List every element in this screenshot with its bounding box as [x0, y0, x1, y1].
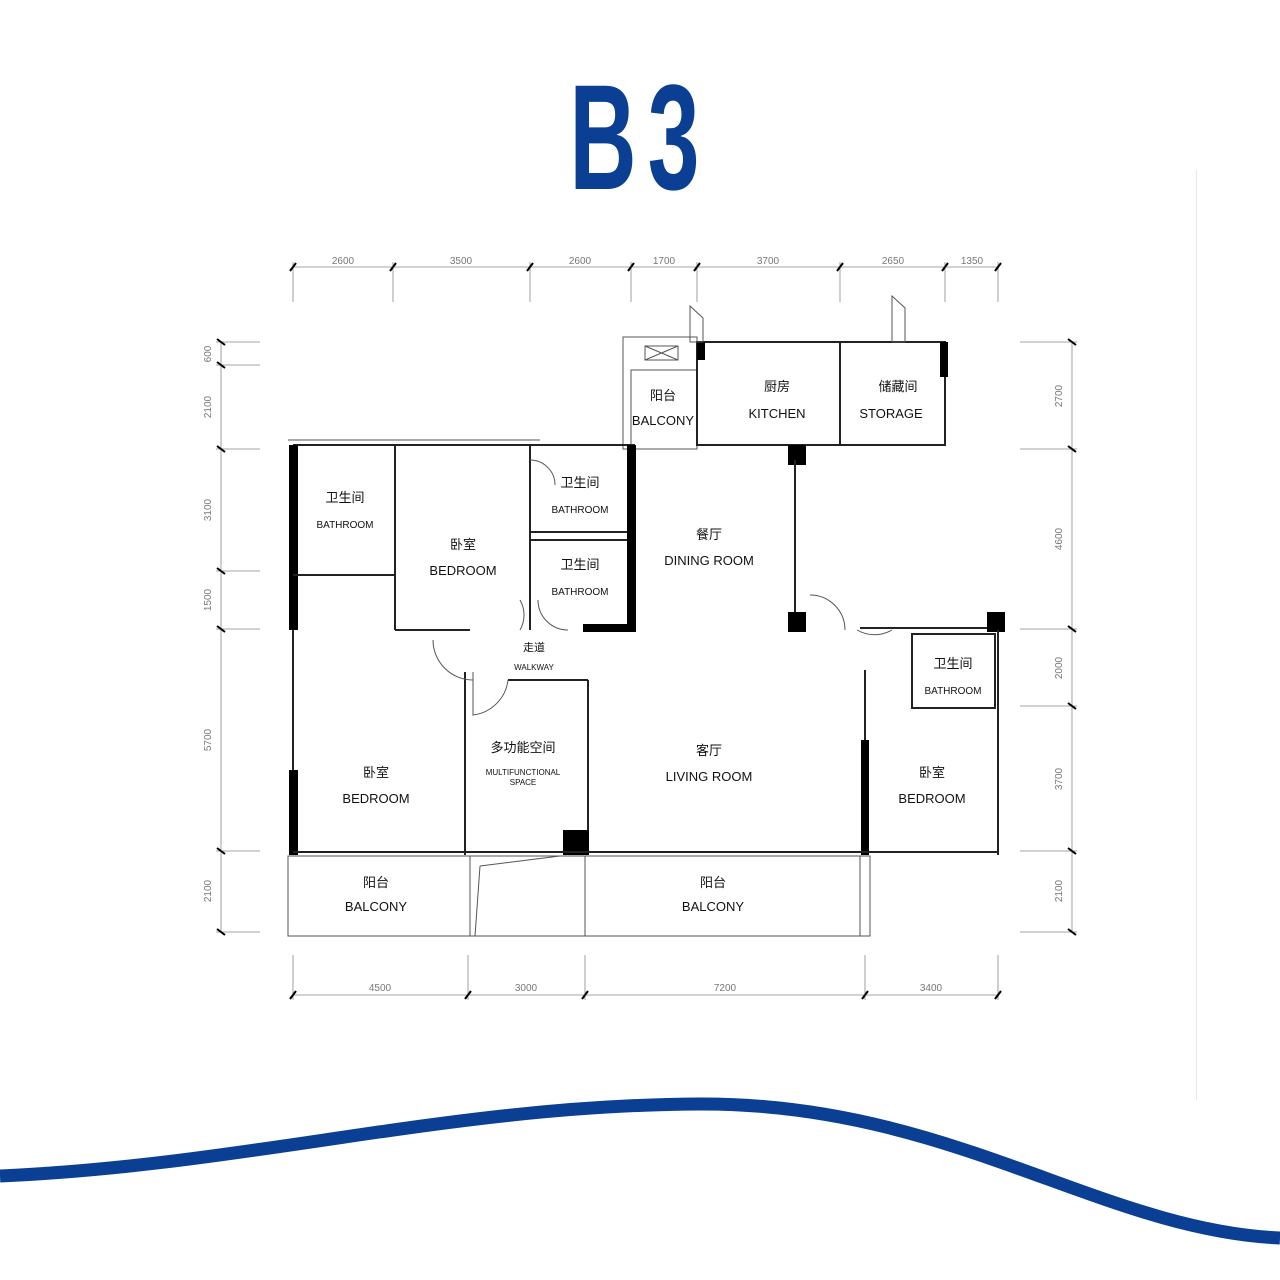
room-bedroom-left: 卧室 BEDROOM [342, 765, 409, 806]
svg-text:DINING ROOM: DINING ROOM [664, 553, 754, 568]
decorative-wave [0, 1097, 1280, 1245]
svg-text:餐厅: 餐厅 [696, 527, 722, 543]
dim-top-3: 2600 [569, 256, 592, 267]
svg-text:BEDROOM: BEDROOM [342, 791, 409, 806]
svg-text:阳台: 阳台 [363, 876, 389, 891]
svg-text:MULTIFUNCTIONAL: MULTIFUNCTIONAL [486, 768, 561, 777]
svg-text:阳台: 阳台 [700, 876, 726, 891]
svg-text:BEDROOM: BEDROOM [429, 563, 496, 578]
svg-text:BATHROOM: BATHROOM [551, 505, 608, 516]
svg-text:BEDROOM: BEDROOM [898, 791, 965, 806]
svg-text:卧室: 卧室 [919, 765, 945, 781]
room-bathroom-topleft: 卫生间 BATHROOM [316, 491, 373, 531]
room-walkway: 走道 WALKWAY [514, 640, 554, 672]
dim-top-6: 2650 [882, 256, 905, 267]
svg-text:LIVING ROOM: LIVING ROOM [666, 769, 753, 784]
dim-top-4: 1700 [653, 256, 676, 267]
dim-right-3: 2000 [1054, 656, 1065, 679]
dimension-right: 2700 4600 2000 3700 2100 [1020, 338, 1077, 936]
dim-right-1: 2700 [1054, 384, 1065, 407]
dim-top-2: 3500 [450, 256, 473, 267]
svg-text:STORAGE: STORAGE [859, 406, 923, 421]
svg-text:BALCONY: BALCONY [632, 413, 694, 428]
room-balcony-top: 阳台 BALCONY [632, 389, 694, 428]
dim-left-4: 1500 [203, 588, 214, 611]
dimension-top: 2600 3500 2600 1700 3700 2650 1350 [289, 256, 1002, 302]
unit-title: B3 [569, 53, 711, 221]
room-storage: 储藏间 STORAGE [859, 380, 923, 421]
room-dining: 餐厅 DINING ROOM [664, 527, 754, 568]
plan-sheet [97, 170, 1197, 1100]
svg-text:卫生间: 卫生间 [560, 558, 599, 573]
dim-right-5: 2100 [1054, 879, 1065, 902]
svg-text:卫生间: 卫生间 [325, 491, 364, 506]
dim-right-4: 3700 [1054, 767, 1065, 790]
dim-bottom-1: 4500 [369, 983, 392, 994]
svg-text:BALCONY: BALCONY [682, 899, 744, 914]
dim-bottom-2: 3000 [515, 983, 538, 994]
walls [287, 294, 1005, 937]
dimension-bottom: 4500 3000 7200 3400 [289, 955, 1002, 1000]
dim-bottom-4: 3400 [920, 983, 943, 994]
svg-text:卫生间: 卫生间 [560, 476, 599, 491]
svg-text:厨房: 厨房 [764, 379, 790, 395]
room-kitchen: 厨房 KITCHEN [748, 379, 805, 421]
dim-right-2: 4600 [1054, 527, 1065, 550]
svg-text:BATHROOM: BATHROOM [551, 587, 608, 598]
room-bedroom-right: 卧室 BEDROOM [898, 765, 965, 806]
svg-text:多功能空间: 多功能空间 [490, 740, 555, 756]
dim-left-2: 2100 [203, 395, 214, 418]
svg-text:BALCONY: BALCONY [345, 899, 407, 914]
svg-text:KITCHEN: KITCHEN [748, 406, 805, 421]
dim-left-3: 3100 [203, 498, 214, 521]
room-multifunctional: 多功能空间 MULTIFUNCTIONAL SPACE [486, 740, 561, 787]
room-bedroom-top: 卧室 BEDROOM [429, 537, 496, 578]
svg-text:卧室: 卧室 [450, 537, 476, 553]
dimension-left: 600 2100 3100 1500 5700 2100 [203, 338, 260, 936]
dim-bottom-3: 7200 [714, 983, 737, 994]
dim-top-5: 3700 [757, 256, 780, 267]
room-bathroom-right: 卫生间 BATHROOM [924, 657, 981, 697]
svg-text:卧室: 卧室 [363, 765, 389, 781]
room-balcony-left: 阳台 BALCONY [345, 876, 407, 914]
dim-top-1: 2600 [332, 256, 355, 267]
svg-text:BATHROOM: BATHROOM [924, 686, 981, 697]
svg-text:SPACE: SPACE [510, 778, 537, 787]
svg-text:BATHROOM: BATHROOM [316, 520, 373, 531]
svg-text:WALKWAY: WALKWAY [514, 663, 554, 672]
svg-text:阳台: 阳台 [650, 389, 676, 404]
svg-text:卫生间: 卫生间 [933, 657, 972, 672]
room-bathroom-mid1: 卫生间 BATHROOM [551, 476, 608, 516]
room-balcony-bottom: 阳台 BALCONY [682, 876, 744, 914]
svg-text:客厅: 客厅 [696, 743, 722, 759]
dim-left-5: 5700 [203, 728, 214, 751]
room-living: 客厅 LIVING ROOM [666, 743, 753, 784]
svg-text:储藏间: 储藏间 [878, 380, 917, 395]
dim-left-6: 2100 [203, 879, 214, 902]
svg-text:走道: 走道 [523, 640, 545, 654]
dim-top-7: 1350 [961, 256, 984, 267]
room-bathroom-mid2: 卫生间 BATHROOM [551, 558, 608, 598]
dim-left-1: 600 [203, 345, 214, 362]
